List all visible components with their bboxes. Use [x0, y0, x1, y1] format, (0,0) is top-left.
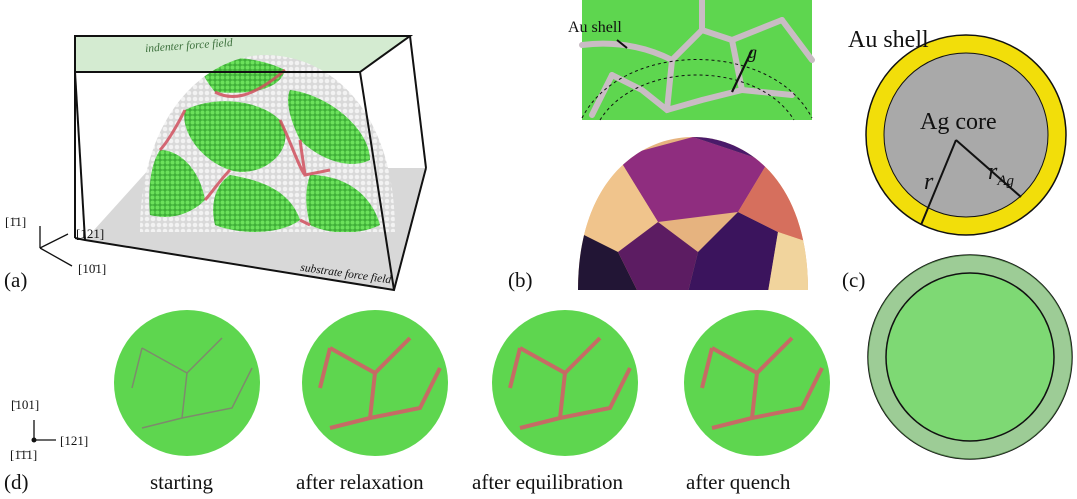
axis-label-10-1bar: [10̄1] — [78, 261, 107, 276]
panel-c-shell-label: Au shell — [848, 27, 929, 53]
panel-c-slice-figure — [867, 254, 1073, 460]
panel-b-top-figure — [579, 0, 815, 121]
panel-d-label: (d) — [4, 470, 29, 494]
panel-c-core-label: Ag core — [920, 109, 997, 135]
panel-c: Au shell Ag core r rAg (c) — [838, 0, 1077, 499]
panel-d: [̄101] [121] [1̄1̄1] (d) starting after … — [0, 300, 838, 499]
panel-c-core-shell-diagram — [865, 34, 1067, 236]
indenter-plane — [75, 36, 410, 72]
sphere-starting — [114, 310, 260, 456]
panel-b-grain-dome — [578, 137, 808, 290]
axis-label-121: [121] — [76, 226, 105, 241]
panel-b: Au shell g (b) — [500, 0, 820, 300]
caption-after-relaxation: after relaxation — [296, 470, 424, 494]
panel-c-r-label: r — [924, 169, 934, 195]
panel-c-label: (c) — [842, 268, 866, 292]
caption-starting: starting — [150, 470, 213, 494]
panel-b-shell-label: Au shell — [568, 19, 622, 36]
d-axis-label-bar1-01: [̄101] — [11, 397, 40, 412]
panel-d-axis-triad — [31, 420, 56, 443]
caption-after-equilibration: after equilibration — [472, 470, 624, 494]
panel-c-rag-symbol: r — [988, 159, 998, 185]
sphere-after-relaxation — [302, 310, 448, 456]
panel-b-g-label: g — [748, 42, 757, 62]
panel-a-label: (a) — [4, 268, 28, 292]
axis-label-1-1bar-1: [1̄1] — [5, 214, 27, 229]
d-axis-label-121: [121] — [60, 433, 89, 448]
panel-a-figure — [39, 35, 427, 292]
d-axis-label-1-bar1-bar1: [1̄1̄1] — [10, 447, 38, 462]
panel-c-rag-label: rAg — [988, 160, 1014, 189]
caption-after-quench: after quench — [686, 470, 791, 494]
sphere-after-equilibration — [492, 310, 638, 456]
panel-a: indenter force field substrate force fie… — [0, 0, 440, 300]
sphere-after-quench — [684, 310, 830, 456]
panel-c-rag-subscript: Ag — [997, 172, 1015, 189]
panel-b-label: (b) — [508, 268, 533, 292]
